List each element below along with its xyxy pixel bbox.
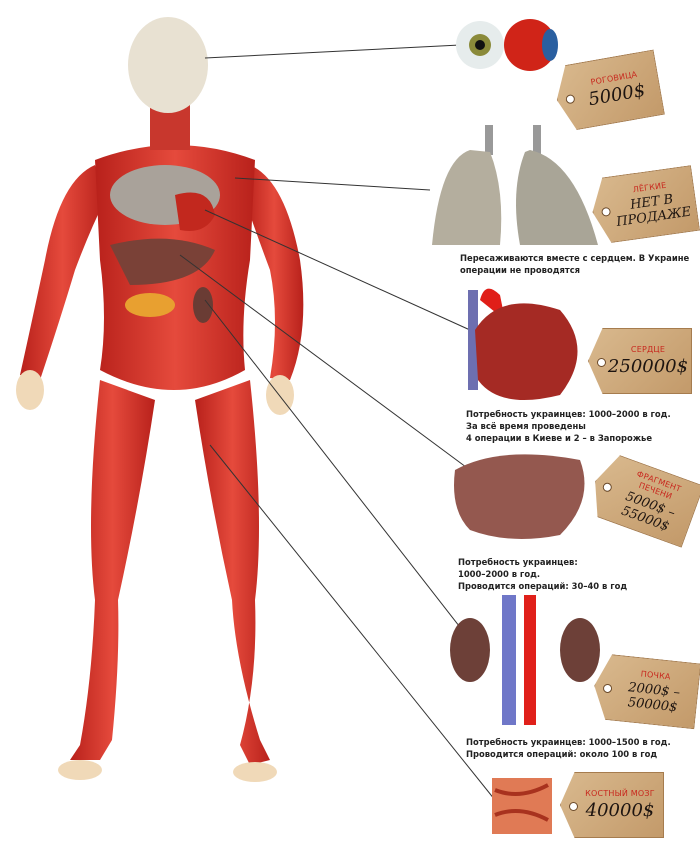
- heart-image: [468, 288, 578, 400]
- kidney-caption: Потребность украинцев: 1000–1500 в год. …: [466, 737, 671, 759]
- price-tag-kidney: ПОЧКА 2000$ – 50000$: [591, 653, 700, 730]
- organ-price: 40000$: [585, 800, 655, 821]
- organ-name: ПОЧКА: [640, 669, 672, 682]
- price-tag-heart: СЕРДЦЕ 250000$: [588, 328, 692, 394]
- heart-caption: Потребность украинцев: 1000–2000 в год. …: [466, 409, 671, 443]
- liver-image: [454, 454, 585, 539]
- price-tag-bone-marrow: КОСТНЫЙ МОЗГ 40000$: [560, 772, 664, 838]
- lungs-image: [432, 125, 598, 245]
- organ-price: НЕТ В ПРОДАЖЕ: [615, 191, 693, 230]
- organ-name: СЕРДЦЕ: [630, 345, 666, 354]
- tag-hole-icon: [601, 207, 611, 217]
- tag-hole-icon: [597, 358, 606, 367]
- organ-price: 2000$ – 50000$: [627, 680, 681, 716]
- tag-hole-icon: [602, 481, 614, 493]
- bone-marrow-image: [492, 778, 552, 834]
- eye-image: [456, 19, 558, 71]
- lungs-caption: Пересаживаются вместе с сердцем. В Украи…: [460, 253, 690, 275]
- tag-hole-icon: [603, 684, 613, 694]
- organ-name: КОСТНЫЙ МОЗГ: [585, 789, 655, 798]
- organ-price: 250000$: [607, 356, 689, 377]
- liver-caption: Потребность украинцев: 1000–2000 в год. …: [458, 557, 628, 591]
- tag-hole-icon: [569, 802, 578, 811]
- human-body: [16, 17, 304, 782]
- tag-hole-icon: [565, 94, 575, 104]
- connector-lines: [179, 44, 496, 801]
- kidneys-image: [450, 595, 600, 725]
